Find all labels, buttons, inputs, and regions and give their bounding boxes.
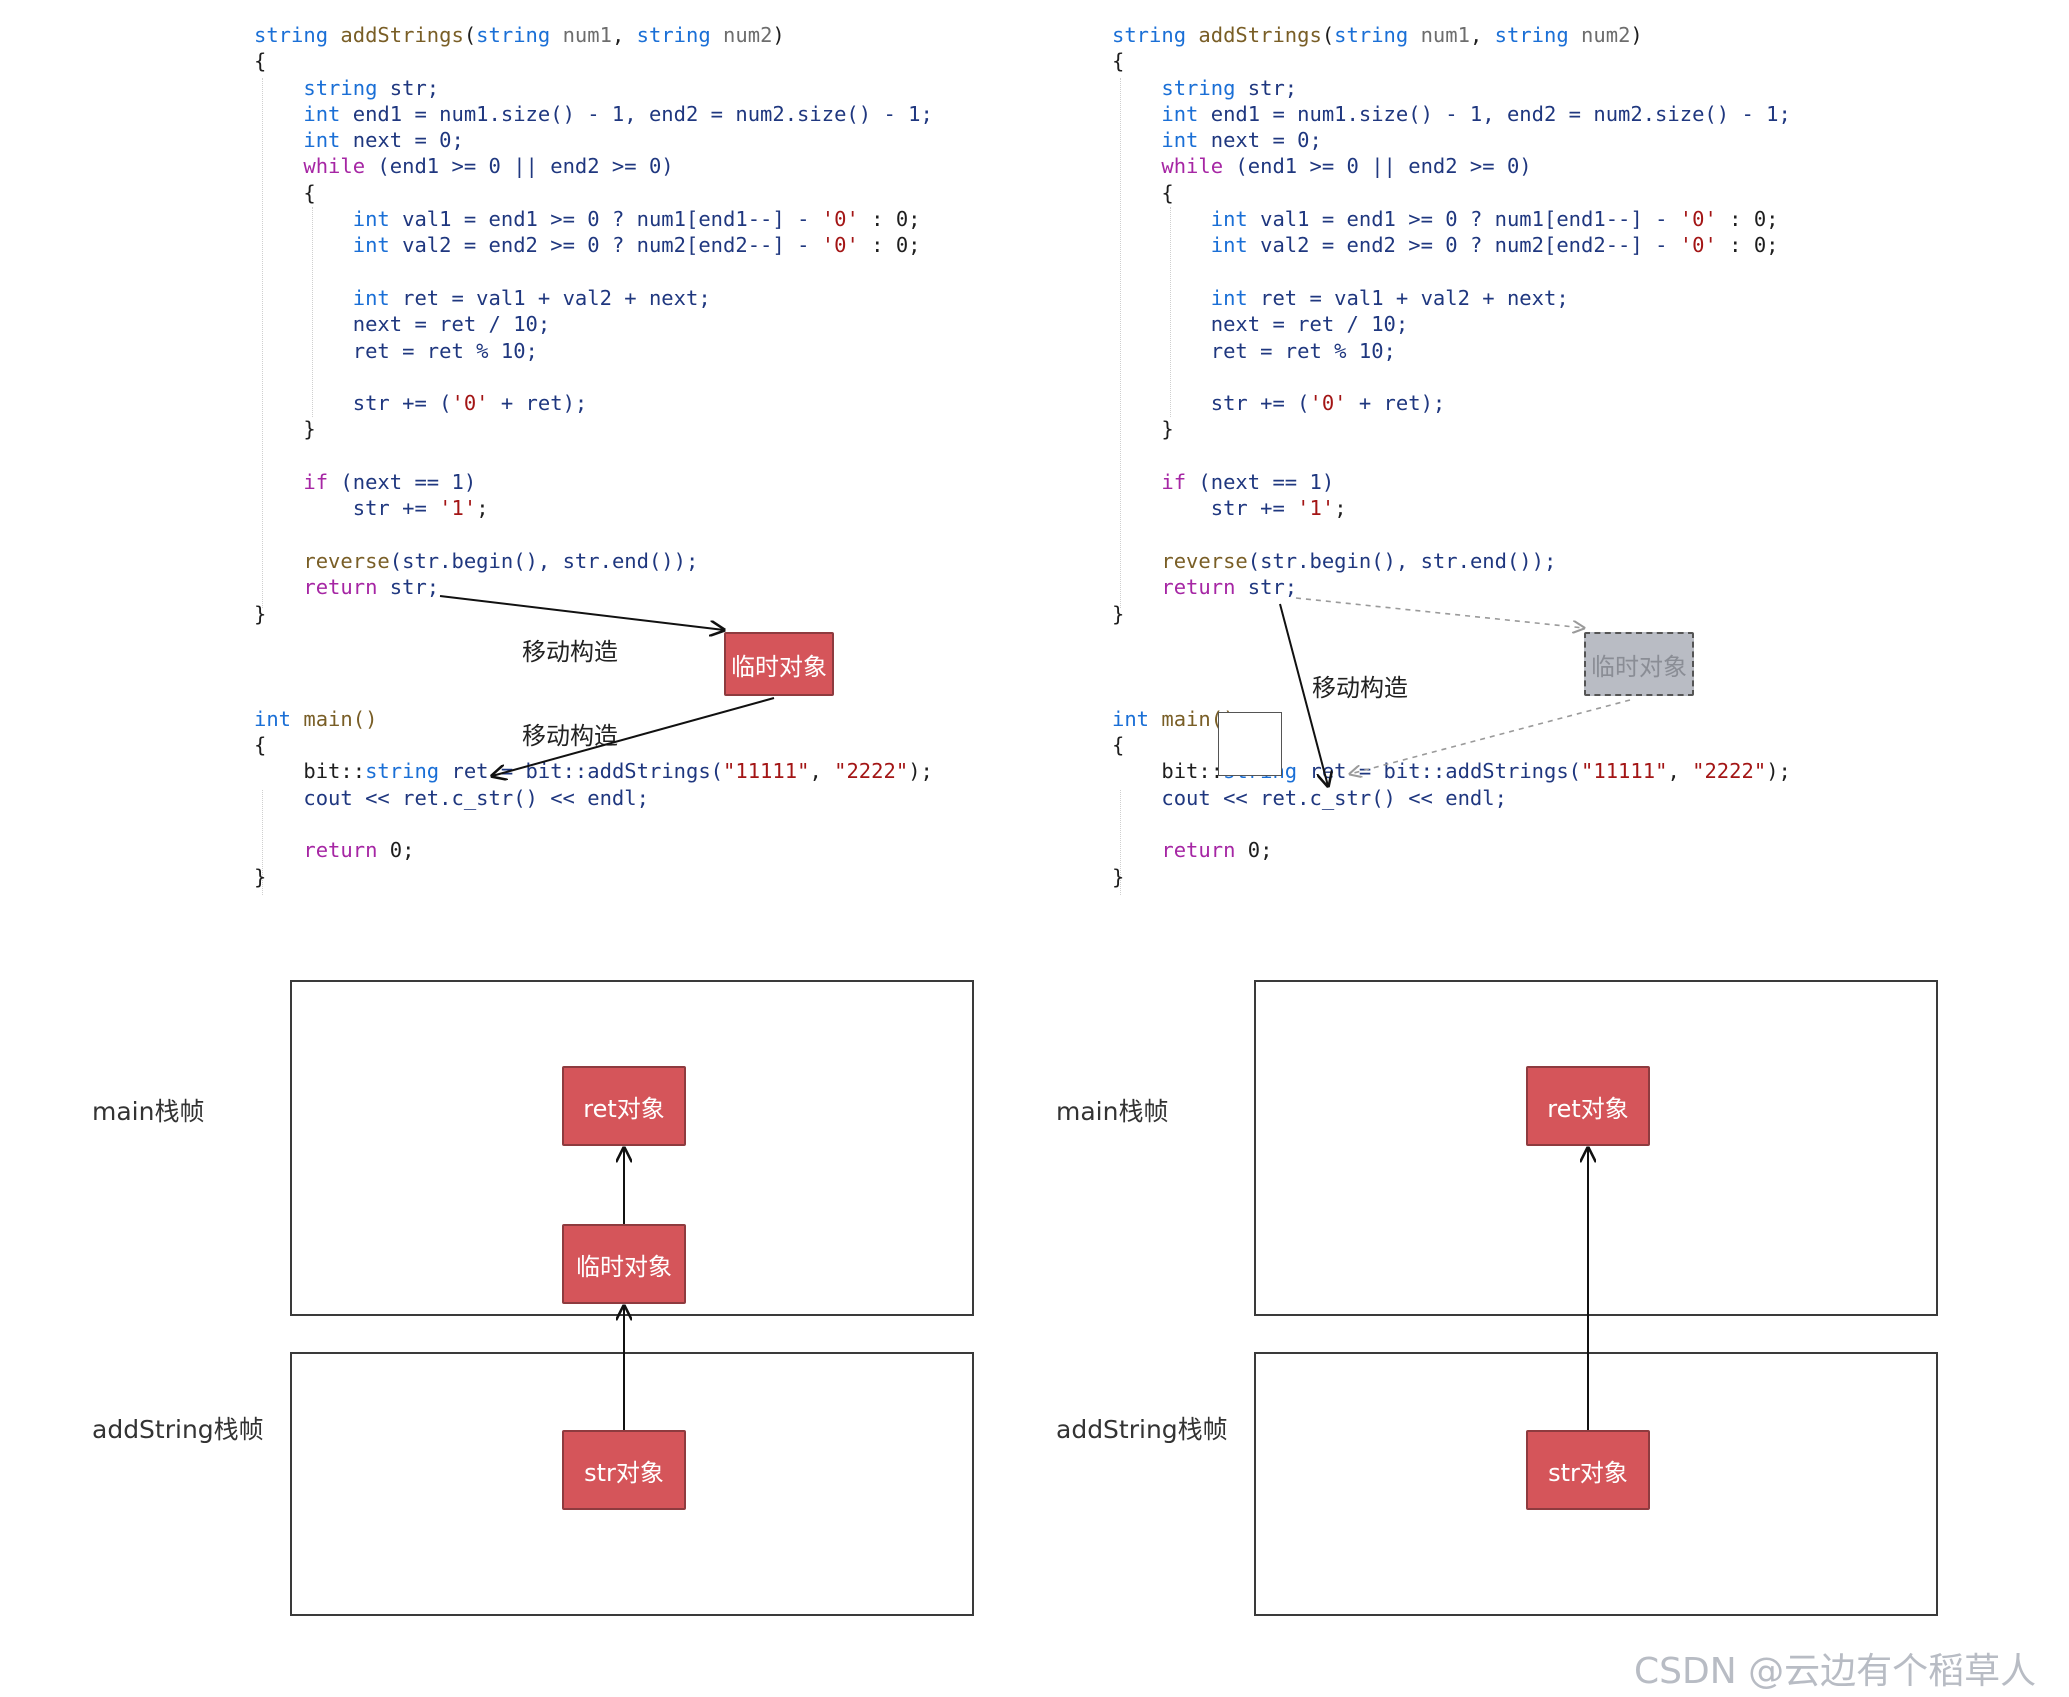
code-line: } (1161, 417, 1174, 442)
code-line: { (1112, 49, 1125, 74)
code-line: { (1112, 733, 1125, 758)
code-line: next = ret / 10; (352, 312, 551, 337)
str-object-box: str对象 (1526, 1430, 1650, 1510)
code-line: next = ret / 10; (1210, 312, 1409, 337)
code-line: str += '1'; (352, 496, 489, 521)
code-line: { (1161, 180, 1174, 205)
overlay-blank-box (1218, 712, 1282, 776)
code-line: { (254, 733, 267, 758)
code-line: str += ('0' + ret); (352, 391, 588, 416)
main-frame-label: main栈帧 (1056, 1097, 1169, 1126)
ret-object-box: ret对象 (562, 1066, 686, 1146)
code-line: ret = ret % 10; (352, 338, 538, 363)
code-line: } (1112, 864, 1125, 889)
temp-object-box: 临时对象 (724, 632, 834, 696)
code-line-signature: string addStrings(string num1, string nu… (1112, 23, 1643, 47)
addstring-frame-label: addString栈帧 (92, 1415, 264, 1444)
code-line: str += '1'; (1210, 496, 1347, 521)
temp-object-ghost-box: 临时对象 (1584, 632, 1694, 696)
ret-object-box: ret对象 (1526, 1066, 1650, 1146)
indent-guide (262, 790, 263, 895)
code-line: return str; (303, 575, 440, 600)
code-line: int next = 0; (303, 128, 464, 153)
code-line: reverse(str.begin(), str.end()); (303, 548, 699, 573)
arrow-temp-to-ret (492, 697, 775, 776)
code-line: { (303, 180, 316, 205)
code-line: } (254, 864, 267, 889)
indent-guide (1120, 78, 1121, 608)
csdn-watermark: CSDN @云边有个稻草人 (1634, 1651, 2037, 1692)
code-line: } (254, 601, 267, 626)
code-line: int next = 0; (1161, 128, 1322, 153)
code-line: string str; (303, 75, 440, 100)
code-line: ret = ret % 10; (1210, 338, 1396, 363)
code-line: bit::string ret = bit::addStrings("11111… (303, 759, 933, 784)
code-line: if (next == 1) (1161, 470, 1335, 495)
code-line: cout << ret.c_str() << endl; (1161, 785, 1507, 810)
indent-guide (1120, 790, 1121, 895)
arrow-direct-move (1279, 603, 1328, 786)
code-line: return 0; (303, 838, 415, 863)
code-line: int end1 = num1.size() - 1, end2 = num2.… (1161, 101, 1791, 126)
indent-guide (262, 78, 263, 608)
code-line: int val1 = end1 >= 0 ? num1[end1--] - '0… (352, 207, 921, 232)
code-line: reverse(str.begin(), str.end()); (1161, 548, 1557, 573)
code-line-main: int main() (254, 706, 378, 731)
code-line: int val2 = end2 >= 0 ? num2[end2--] - '0… (1210, 233, 1779, 258)
code-line: int end1 = num1.size() - 1, end2 = num2.… (303, 101, 933, 126)
code-block-left: string addStrings(string num1, string nu… (254, 22, 933, 890)
indent-guide (312, 207, 313, 417)
code-line: } (1112, 601, 1125, 626)
arrow-elided-return-to-temp (1295, 597, 1584, 628)
main-frame-label: main栈帧 (92, 1097, 205, 1126)
code-line: cout << ret.c_str() << endl; (303, 785, 649, 810)
move-construct-label: 移动构造 (1312, 674, 1408, 702)
code-line: int ret = val1 + val2 + next; (352, 285, 711, 310)
code-line: return 0; (1161, 838, 1273, 863)
code-line: int val1 = end1 >= 0 ? num1[end1--] - '0… (1210, 207, 1779, 232)
code-line-signature: string addStrings(string num1, string nu… (254, 23, 785, 47)
code-line: return str; (1161, 575, 1298, 600)
code-line: if (next == 1) (303, 470, 477, 495)
arrow-elided-temp-to-ret (1350, 699, 1631, 774)
code-line: int ret = val1 + val2 + next; (1210, 285, 1569, 310)
temp-object-box: 临时对象 (562, 1224, 686, 1304)
code-block-right: string addStrings(string num1, string nu… (1112, 22, 1791, 890)
str-object-box: str对象 (562, 1430, 686, 1510)
code-line: while (end1 >= 0 || end2 >= 0) (303, 154, 674, 179)
move-construct-label: 移动构造 (522, 638, 618, 666)
addstring-frame-label: addString栈帧 (1056, 1415, 1228, 1444)
indent-guide (1170, 207, 1171, 417)
code-line: { (254, 49, 267, 74)
code-line: int val2 = end2 >= 0 ? num2[end2--] - '0… (352, 233, 921, 258)
code-line: string str; (1161, 75, 1298, 100)
code-line: while (end1 >= 0 || end2 >= 0) (1161, 154, 1532, 179)
code-line: str += ('0' + ret); (1210, 391, 1446, 416)
main-stack-frame (1254, 980, 1938, 1316)
arrow-return-to-temp (439, 595, 724, 630)
code-line: } (303, 417, 316, 442)
code-line: bit::string ret = bit::addStrings("11111… (1161, 759, 1791, 784)
